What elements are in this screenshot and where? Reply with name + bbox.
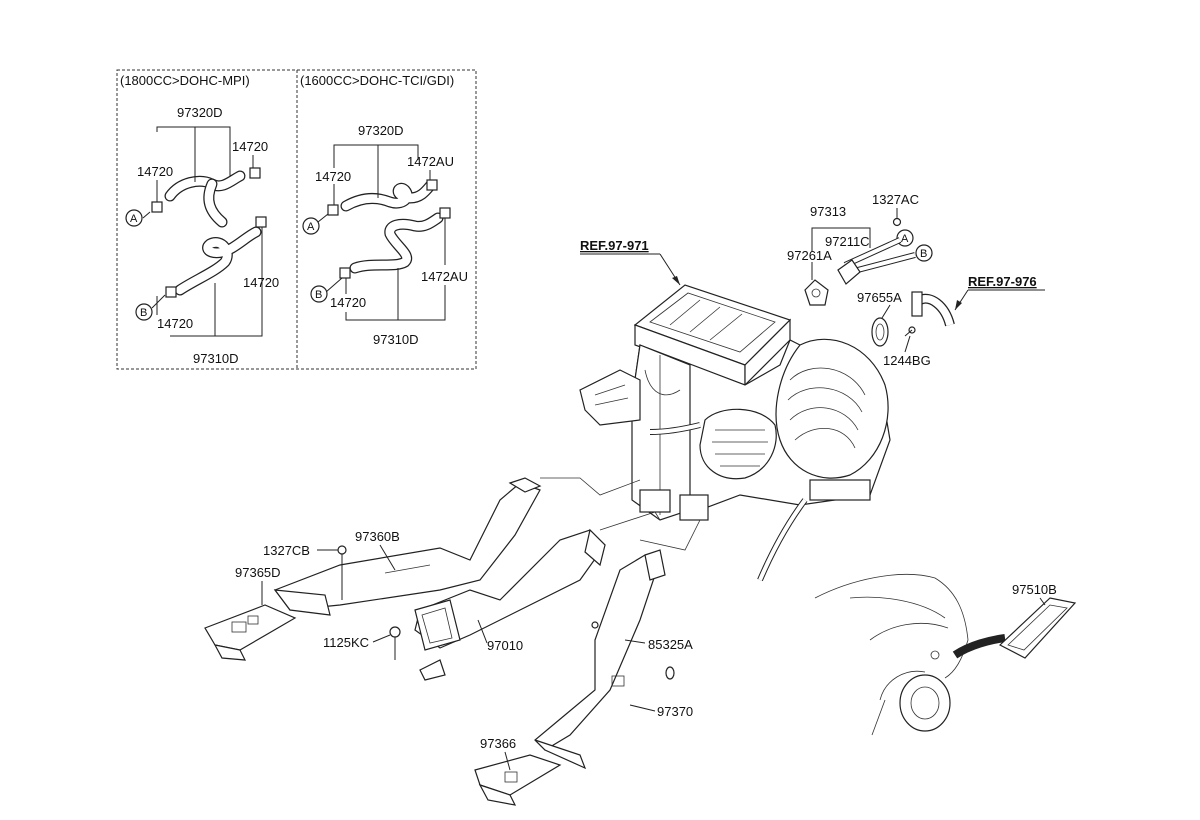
marker-b-label: B [140, 307, 147, 319]
label-97310D: 97310D [193, 351, 239, 366]
label-1125KC: 1125KC [323, 635, 369, 650]
clip-icon [591, 621, 599, 629]
plate-icon [837, 259, 861, 285]
grommet-icon [871, 317, 889, 347]
left-lower-hose [174, 226, 262, 296]
duct-97370 [534, 549, 666, 770]
label-14720: 14720 [315, 169, 351, 184]
variant-box [116, 69, 477, 370]
clamp-icon [151, 201, 163, 213]
ref-97-971[interactable]: REF.97-971 [580, 238, 649, 253]
duct-97366 [474, 754, 562, 806]
clamp-icon [255, 216, 267, 228]
marker-a-label: A [901, 233, 909, 245]
clamp-icon [327, 204, 339, 216]
label-97365D: 97365D [235, 565, 281, 580]
label-1472AU: 1472AU [407, 154, 454, 169]
label-97320D: 97320D [177, 105, 223, 120]
label-97510B: 97510B [1012, 582, 1057, 597]
clamp-icon [426, 179, 438, 191]
duct-97365D [204, 604, 297, 661]
label-14720: 14720 [243, 275, 279, 290]
label-1327CB: 1327CB [263, 543, 310, 558]
heater-unit-assembly [579, 284, 891, 582]
marker-b-label: B [920, 248, 927, 260]
label-14720: 14720 [157, 316, 193, 331]
nut-icon [337, 545, 347, 555]
label-97655A: 97655A [857, 290, 902, 305]
marker-b-label: B [315, 289, 322, 301]
marker-a-icon [896, 229, 914, 247]
label-97366: 97366 [480, 736, 516, 751]
nut-icon [892, 217, 902, 227]
label-97010: 97010 [487, 638, 523, 653]
marker-b-icon [135, 303, 153, 321]
right-variant-title: (1600CC>DOHC-TCI/GDI) [300, 73, 454, 88]
label-1327AC: 1327AC [872, 192, 919, 207]
label-97261A: 97261A [787, 248, 832, 263]
label-97313: 97313 [810, 204, 846, 219]
clip-icon [665, 666, 675, 680]
gasket-icon [804, 279, 829, 306]
marker-a-icon [125, 209, 143, 227]
marker-a-label: A [307, 221, 315, 233]
vent-grille-97510B [998, 597, 1077, 659]
label-1244BG: 1244BG [883, 353, 931, 368]
clamp-icon [165, 286, 177, 298]
label-97360B: 97360B [355, 529, 400, 544]
label-14720: 14720 [232, 139, 268, 154]
clamp-icon [249, 167, 261, 179]
ref-97-976[interactable]: REF.97-976 [968, 274, 1037, 289]
left-upper-hose [164, 170, 246, 228]
clamp-icon [439, 207, 451, 219]
duct-97360B [273, 477, 542, 616]
marker-a-icon [302, 217, 320, 235]
marker-b-icon [310, 285, 328, 303]
label-97320D: 97320D [358, 123, 404, 138]
right-upper-hose [340, 180, 436, 212]
left-variant-title: (1800CC>DOHC-MPI) [120, 73, 250, 88]
label-85325A: 85325A [648, 637, 693, 652]
label-14720: 14720 [137, 164, 173, 179]
marker-a-label: A [130, 213, 138, 225]
marker-b-icon [915, 244, 933, 262]
label-97211C: 97211C [825, 234, 870, 249]
duct-97010 [414, 528, 606, 681]
label-97310D: 97310D [373, 332, 419, 347]
right-lower-hose [349, 212, 444, 274]
vehicle-outline [814, 573, 1006, 736]
clamp-icon [339, 267, 351, 279]
label-97370: 97370 [657, 704, 693, 719]
bolt-icon [389, 626, 401, 638]
label-1472AU: 1472AU [421, 269, 468, 284]
label-14720: 14720 [330, 295, 366, 310]
